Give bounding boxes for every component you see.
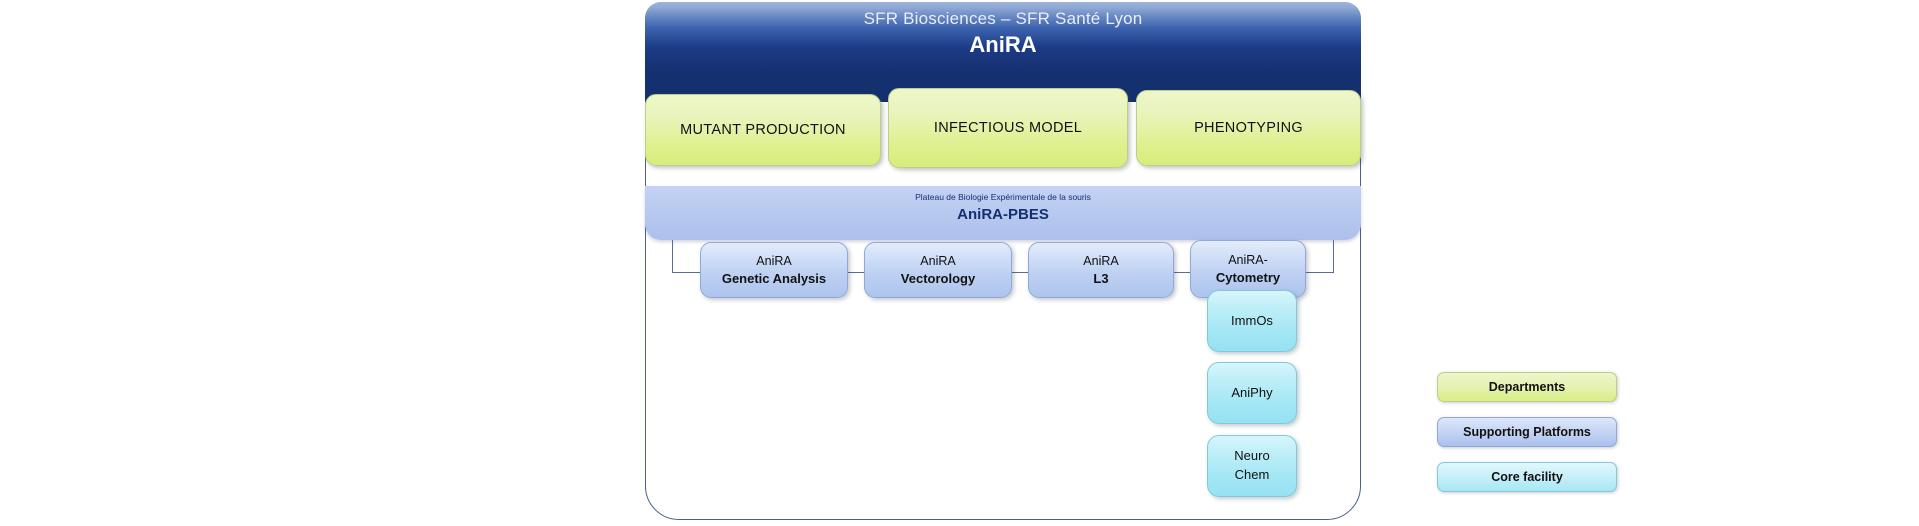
core-facility-box-neurochem[interactable]: Neuro Chem — [1207, 435, 1297, 497]
platform-line1: AniRA — [756, 253, 792, 268]
legend-item-supporting-platforms: Supporting Platforms — [1437, 417, 1617, 447]
platform-box-cytometry[interactable]: AniRA- Cytometry — [1190, 240, 1306, 298]
core-facility-box-immos[interactable]: ImmOs — [1207, 290, 1297, 352]
platform-line2: Genetic Analysis — [721, 270, 827, 286]
department-box-mutant-production[interactable]: MUTANT PRODUCTION — [645, 94, 881, 166]
department-box-infectious-model[interactable]: INFECTIOUS MODEL — [888, 88, 1128, 168]
department-label: MUTANT PRODUCTION — [680, 122, 846, 138]
connector-left-vertical — [672, 240, 673, 273]
pbes-title: AniRA-PBES — [957, 206, 1049, 223]
connector-bus-3-4 — [1172, 272, 1192, 273]
core-facility-line1: AniPhy — [1231, 384, 1273, 400]
core-facility-line1: ImmOs — [1231, 312, 1273, 328]
connector-right-horizontal — [1304, 272, 1334, 273]
legend-label: Supporting Platforms — [1463, 425, 1591, 439]
header-banner: SFR Biosciences – SFR Santé Lyon AniRA — [645, 2, 1361, 102]
core-facility-line2: Chem — [1234, 467, 1270, 482]
platform-line1: AniRA — [920, 253, 956, 268]
platform-box-vectorology[interactable]: AniRA Vectorology — [864, 242, 1012, 298]
platform-line2: L3 — [1093, 270, 1109, 286]
platform-box-l3[interactable]: AniRA L3 — [1028, 242, 1174, 298]
connector-bus-2-3 — [1010, 272, 1030, 273]
header-subtitle: SFR Biosciences – SFR Santé Lyon — [863, 9, 1143, 28]
platform-line1: AniRA — [1083, 253, 1119, 268]
platform-line2: Vectorology — [900, 270, 976, 286]
pbes-subtitle: Plateau de Biologie Expérimentale de la … — [915, 192, 1091, 202]
connector-bus-1-2 — [846, 272, 866, 273]
pbes-band[interactable]: Plateau de Biologie Expérimentale de la … — [645, 186, 1361, 240]
legend-label: Core facility — [1491, 470, 1563, 484]
legend-label: Departments — [1488, 380, 1566, 394]
connector-left-horizontal — [672, 272, 702, 273]
core-facility-box-aniphy[interactable]: AniPhy — [1207, 362, 1297, 424]
legend-item-departments: Departments — [1437, 372, 1617, 402]
legend-item-core-facility: Core facility — [1437, 462, 1617, 492]
platform-line2: Cytometry — [1215, 269, 1281, 285]
department-label: PHENOTYPING — [1194, 120, 1303, 136]
department-box-phenotyping[interactable]: PHENOTYPING — [1136, 90, 1361, 166]
connector-right-vertical — [1333, 240, 1334, 273]
department-label: INFECTIOUS MODEL — [933, 120, 1083, 136]
core-facility-line1: Neuro — [1234, 448, 1270, 464]
platform-box-genetic-analysis[interactable]: AniRA Genetic Analysis — [700, 242, 848, 298]
platform-line1: AniRA- — [1228, 252, 1268, 267]
header-title: AniRA — [969, 32, 1037, 57]
